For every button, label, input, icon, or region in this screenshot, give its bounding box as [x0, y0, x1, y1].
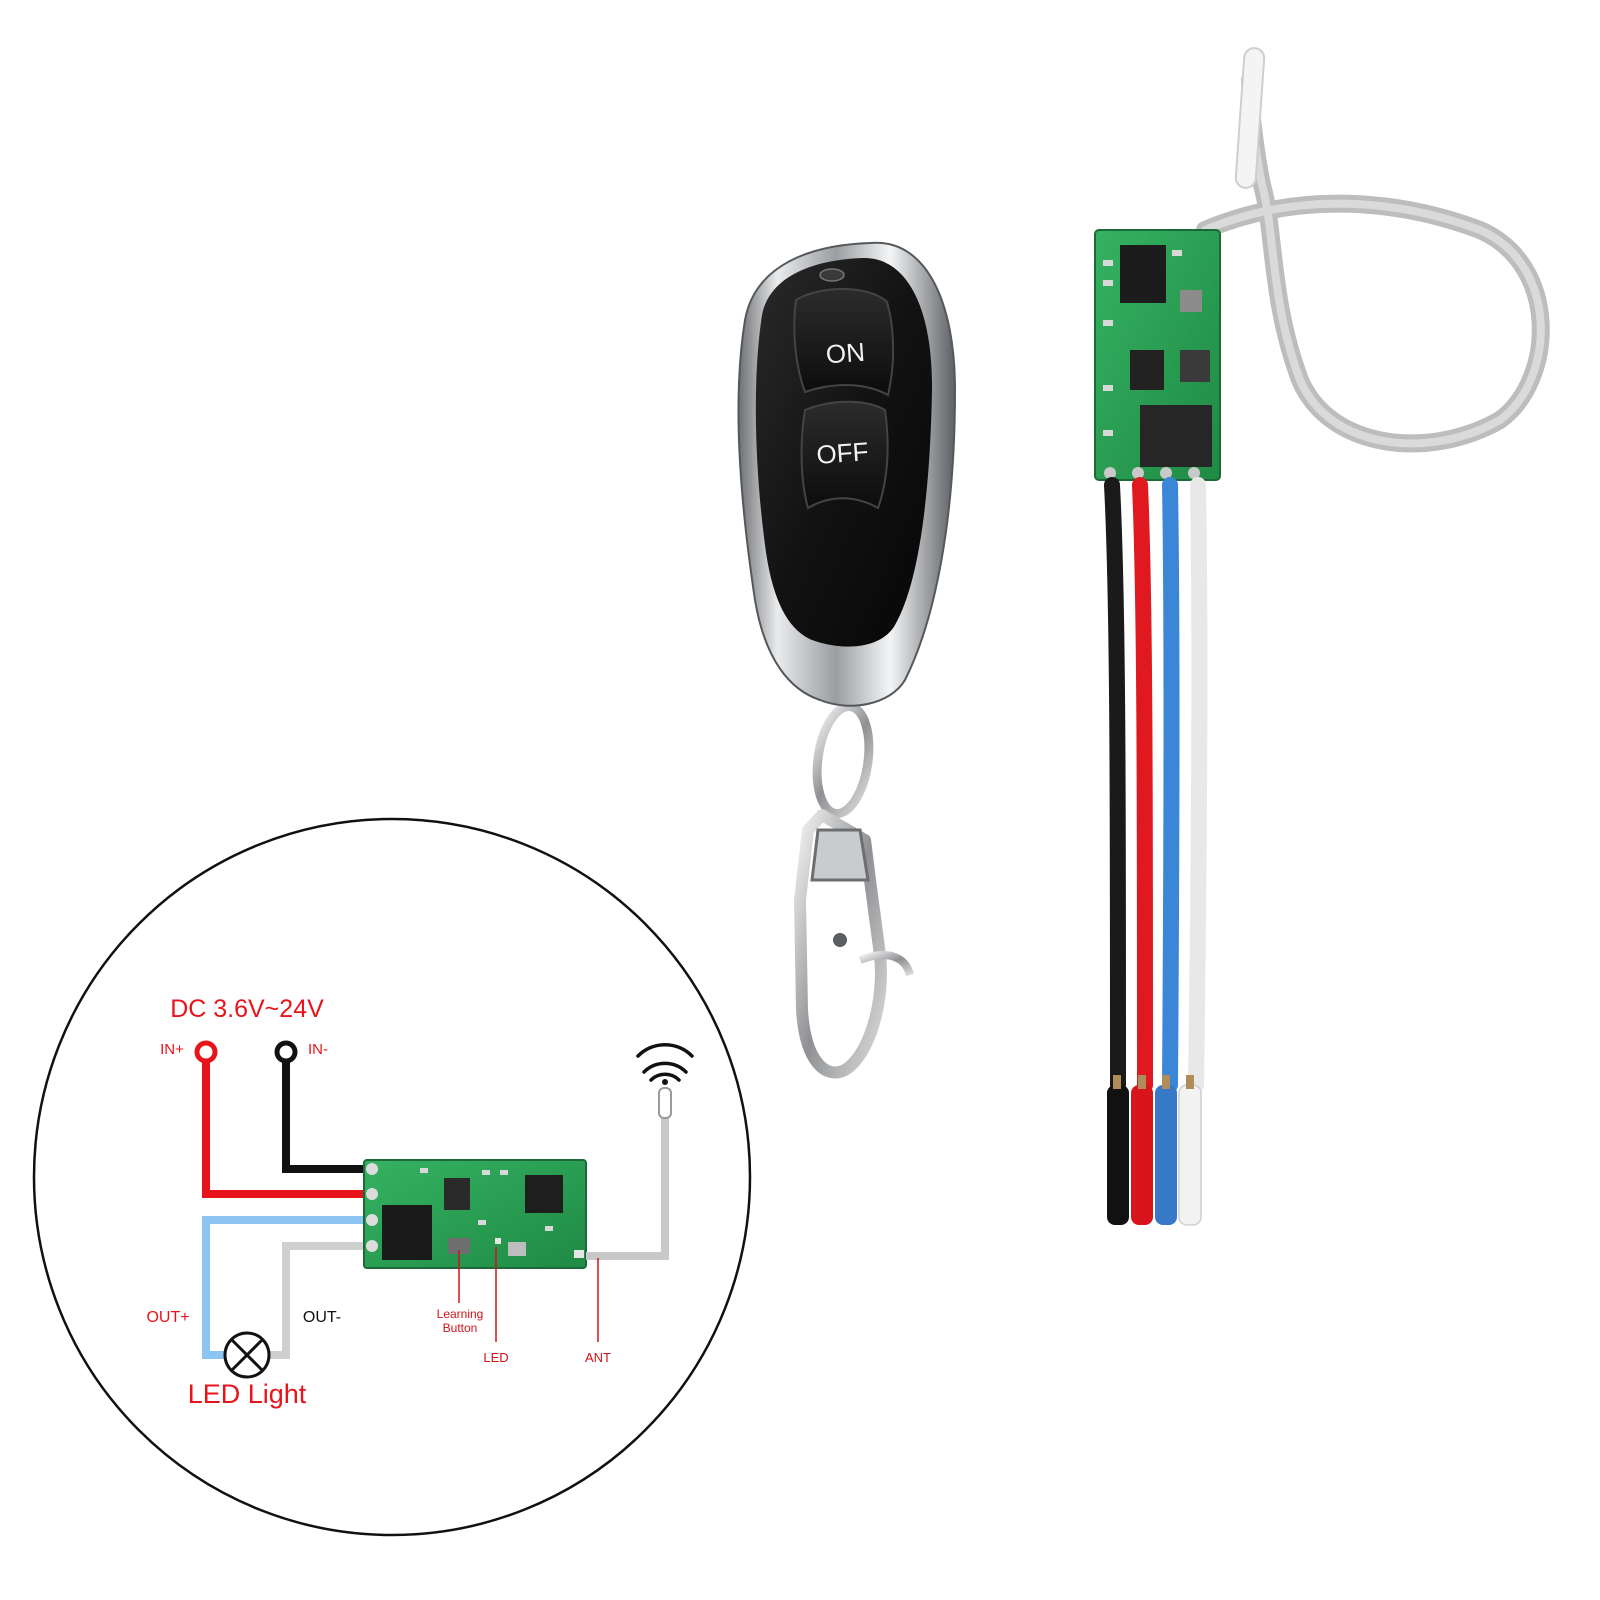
wireless-signal-dot: [662, 1079, 668, 1085]
ant-label: ANT: [585, 1350, 611, 1365]
receiver-wires: [1104, 477, 1208, 1093]
wireless-signal-icon: [636, 1042, 694, 1082]
output-plus-label: OUT+: [146, 1309, 189, 1326]
positive-input-wire: [202, 1061, 368, 1198]
in-minus-label: IN-: [308, 1041, 328, 1058]
learning-button-label-2: Button: [443, 1321, 478, 1335]
led-light-label: LED Light: [188, 1379, 307, 1409]
led-light-symbol: [223, 1331, 271, 1379]
diagram-receiver-pcb: [363, 1159, 587, 1269]
remote-led-indicator: [819, 268, 845, 282]
diagram-antenna-tip: [658, 1087, 672, 1119]
wire-tips: [1107, 1075, 1202, 1226]
in-plus-label: IN+: [160, 1041, 184, 1058]
led-label: LED: [483, 1350, 508, 1365]
receiver-module: [1094, 47, 1550, 1226]
negative-input-wire: [282, 1061, 368, 1173]
output-plus-wire: [202, 1216, 368, 1359]
off-button-label: OFF: [815, 436, 869, 470]
output-minus-wire: [268, 1242, 368, 1359]
in-minus-terminal: [274, 1040, 298, 1064]
output-minus-label: OUT-: [303, 1309, 341, 1326]
antenna-tip: [1234, 47, 1266, 189]
diagram-antenna-wire: [586, 1115, 669, 1260]
off-button[interactable]: OFF: [800, 400, 889, 510]
learning-button-label-1: Learning: [437, 1307, 484, 1321]
on-button-label: ON: [825, 337, 866, 370]
on-button[interactable]: ON: [793, 288, 895, 397]
wiring-diagram: DC 3.6V~24V IN+ IN- OUT+ OUT- LED Light: [32, 817, 752, 1537]
in-plus-terminal: [194, 1040, 218, 1064]
keyring: [794, 701, 914, 1079]
supply-voltage-label: DC 3.6V~24V: [170, 995, 324, 1023]
remote-control: ON OFF: [737, 241, 957, 1079]
